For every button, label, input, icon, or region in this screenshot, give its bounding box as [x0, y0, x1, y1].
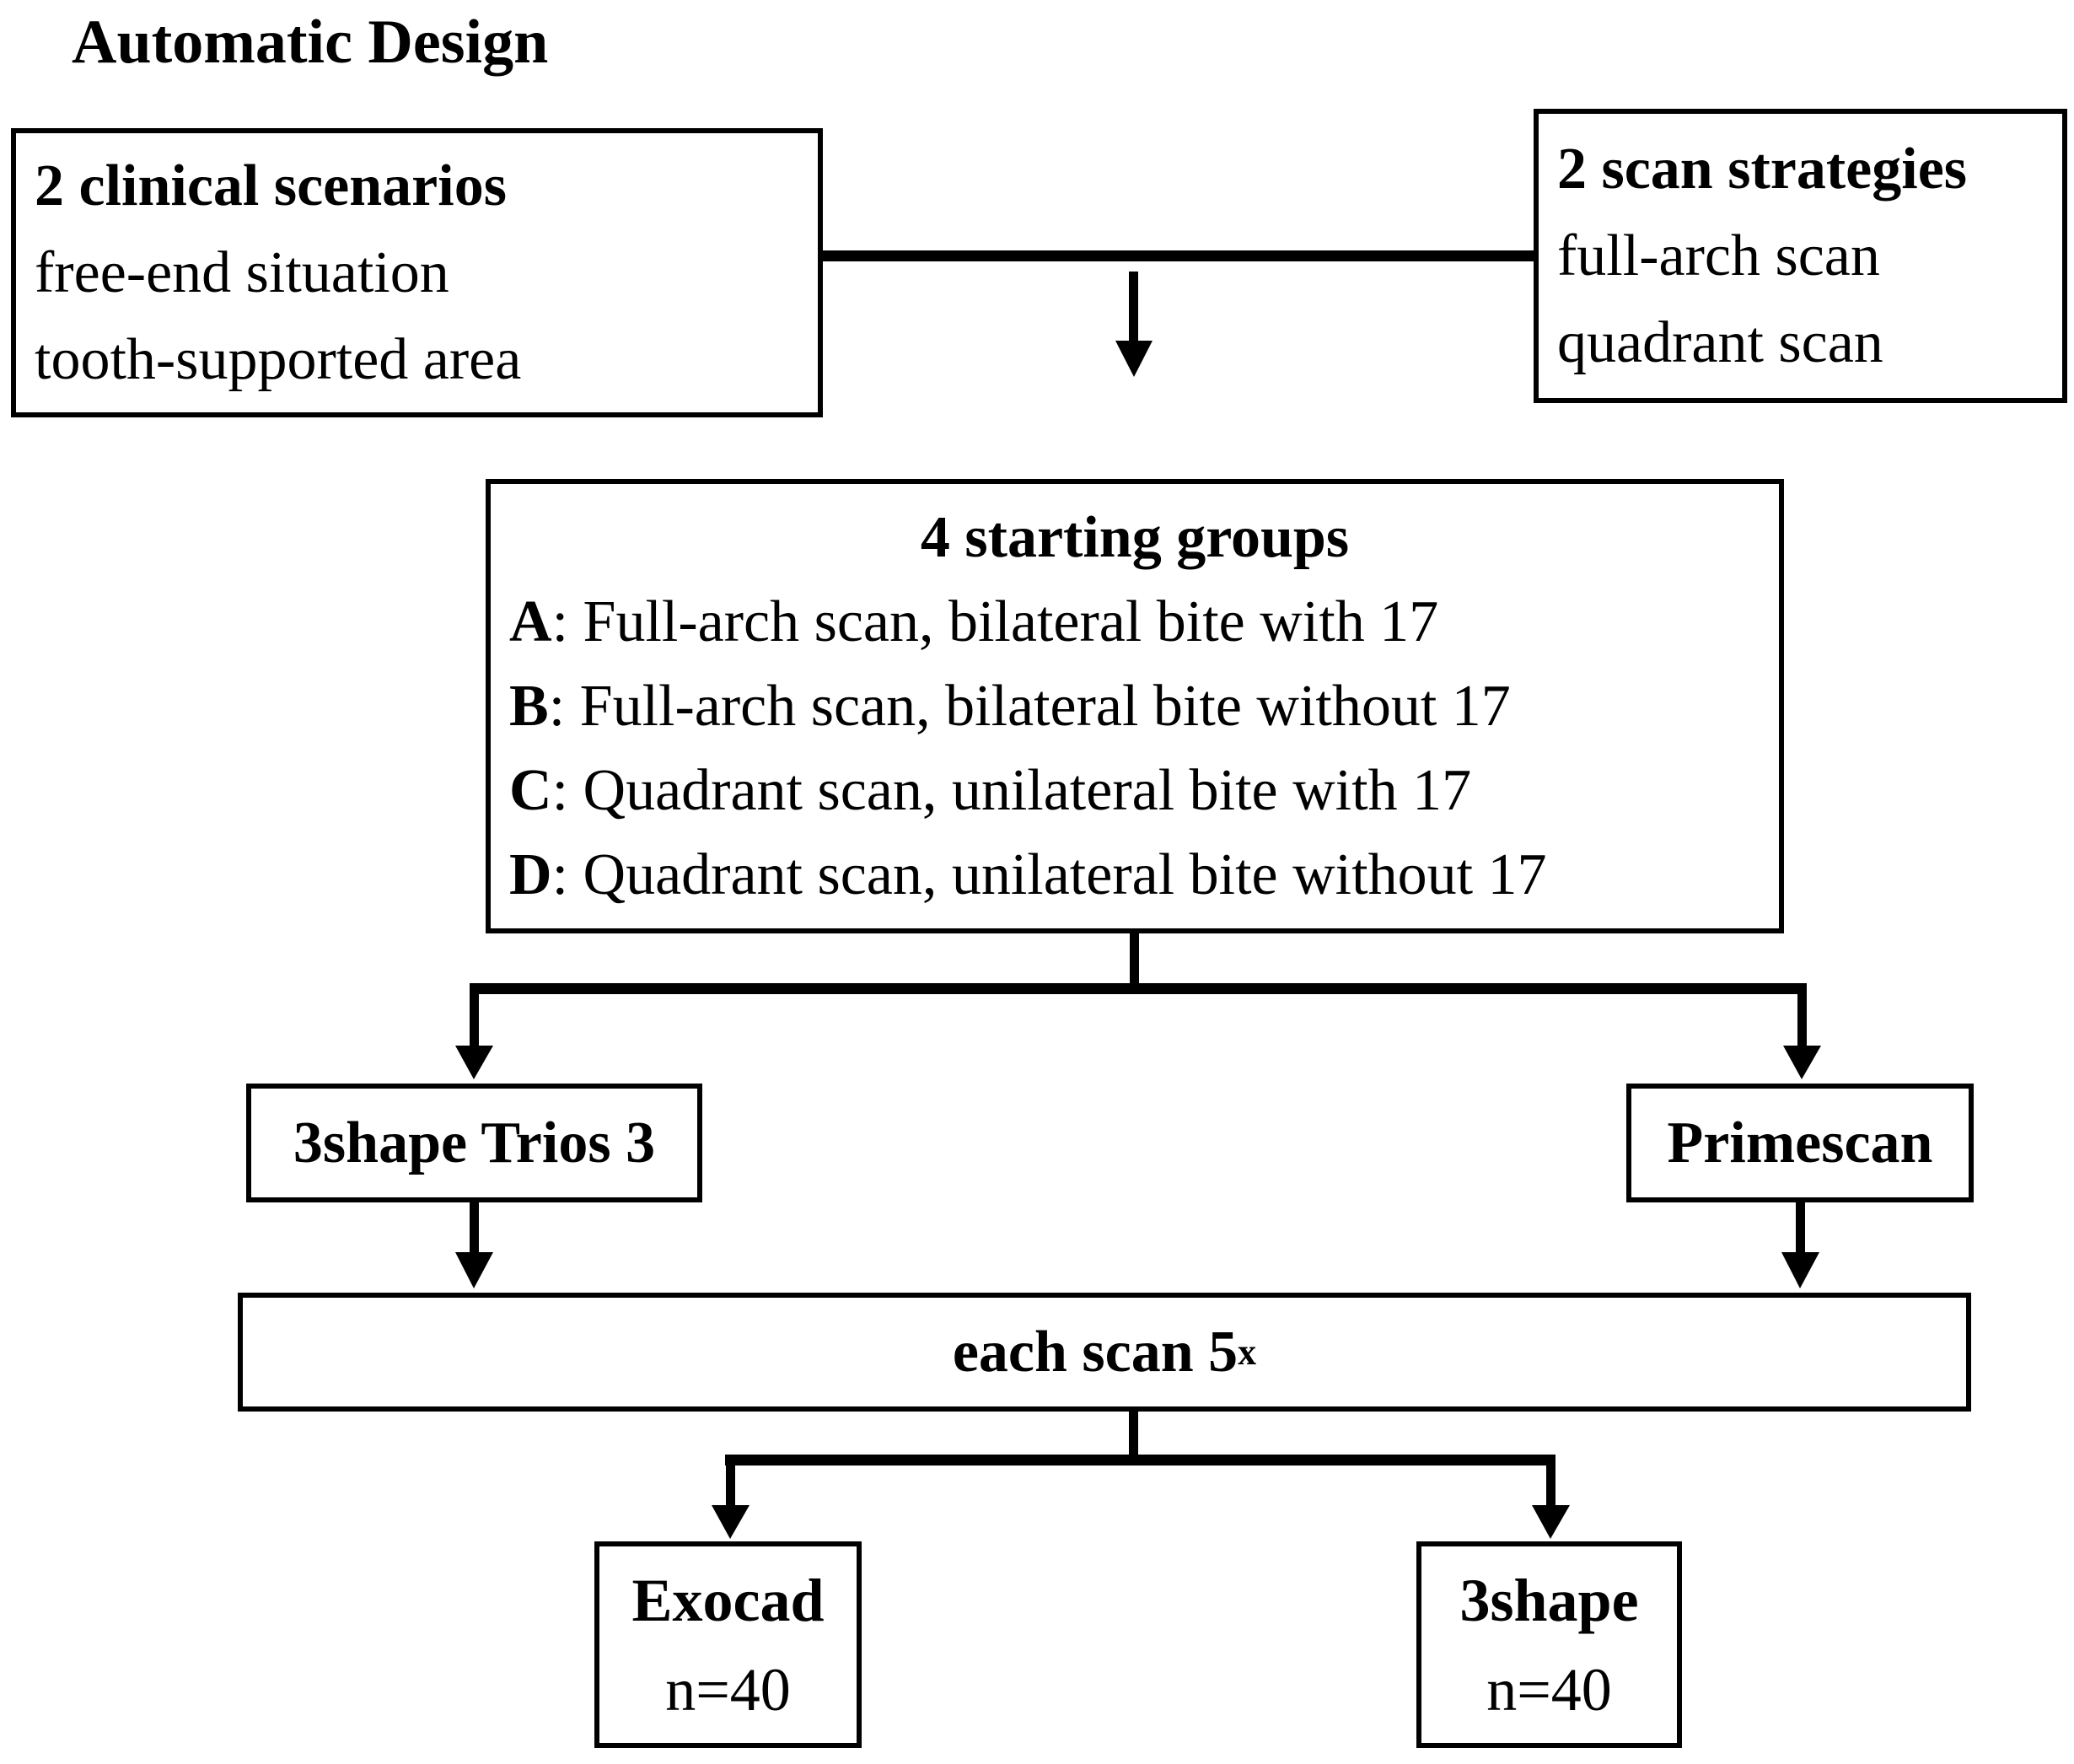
branch2-left-head: [712, 1505, 750, 1539]
groups-stub: [1130, 928, 1139, 988]
branch-line-1: [470, 983, 1807, 994]
group-text-b: : Full-arch scan, bilateral bite without…: [548, 674, 1511, 739]
arrow-to-groups-head: [1115, 341, 1153, 377]
each-scan-stub: [1129, 1406, 1138, 1460]
group-line-b: B: Full-arch scan, bilateral bite withou…: [491, 664, 1779, 749]
trios-arrow-stem: [470, 1197, 479, 1254]
clinical-scenarios-line-1: free-end situation: [35, 240, 449, 305]
trios-scanner-label: 3shape Trios 3: [293, 1110, 656, 1175]
page-title: Automatic Design: [72, 8, 549, 77]
trios-arrow-head: [455, 1252, 493, 1288]
group-text-d: : Quadrant scan, unilateral bite without…: [551, 842, 1547, 907]
primescan-arrow-stem: [1796, 1197, 1805, 1254]
scan-strategies-line-1: full-arch scan: [1557, 223, 1880, 288]
exocad-box: Exocad n=40: [594, 1541, 862, 1748]
connectors-group: [455, 250, 1821, 1539]
clinical-scenarios-line-2: tooth-supported area: [35, 327, 522, 392]
trios-scanner-box: 3shape Trios 3: [246, 1084, 702, 1202]
scan-strategies-heading: 2 scan strategies: [1557, 137, 1968, 202]
group-line-a: A: Full-arch scan, bilateral bite with 1…: [491, 580, 1779, 664]
clinical-scenarios-box: 2 clinical scenarios free-end situation …: [11, 128, 823, 417]
group-letter-c: C: [509, 758, 552, 823]
group-line-c: C: Quadrant scan, unilateral bite with 1…: [491, 749, 1779, 833]
primescan-scanner-box: Primescan: [1626, 1084, 1974, 1202]
branch2-right-stem: [1546, 1460, 1556, 1507]
branch2-left-stem: [726, 1460, 735, 1507]
top-connector-line: [818, 250, 1539, 261]
threeshape-count: n=40: [1486, 1655, 1612, 1724]
exocad-count: n=40: [665, 1655, 791, 1724]
group-line-d: D: Quadrant scan, unilateral bite withou…: [491, 833, 1779, 917]
group-letter-b: B: [509, 674, 549, 739]
exocad-label: Exocad: [631, 1566, 825, 1634]
clinical-scenarios-heading: 2 clinical scenarios: [35, 153, 507, 218]
group-letter-d: D: [509, 842, 552, 907]
arrow-to-groups-stem: [1129, 272, 1138, 343]
threeshape-box: 3shape n=40: [1416, 1541, 1682, 1748]
threeshape-label: 3shape: [1459, 1566, 1639, 1634]
branch1-right-head: [1783, 1046, 1821, 1079]
scan-strategies-line-2: quadrant scan: [1557, 310, 1883, 375]
group-text-a: : Full-arch scan, bilateral bite with 17: [551, 589, 1439, 654]
branch-line-2: [725, 1455, 1556, 1466]
branch2-right-head: [1532, 1505, 1570, 1539]
primescan-arrow-head: [1781, 1252, 1819, 1288]
starting-groups-heading: 4 starting groups: [920, 505, 1350, 570]
branch1-left-head: [455, 1046, 493, 1079]
each-scan-label: each scan 5: [952, 1319, 1238, 1385]
branch1-left-stem: [470, 988, 479, 1047]
starting-groups-box: 4 starting groups A: Full-arch scan, bil…: [486, 479, 1784, 933]
group-letter-a: A: [509, 589, 552, 654]
group-text-c: : Quadrant scan, unilateral bite with 17: [551, 758, 1472, 823]
scan-strategies-box: 2 scan strategies full-arch scan quadran…: [1534, 109, 2067, 403]
primescan-scanner-label: Primescan: [1667, 1110, 1933, 1175]
branch1-right-stem: [1797, 988, 1807, 1047]
